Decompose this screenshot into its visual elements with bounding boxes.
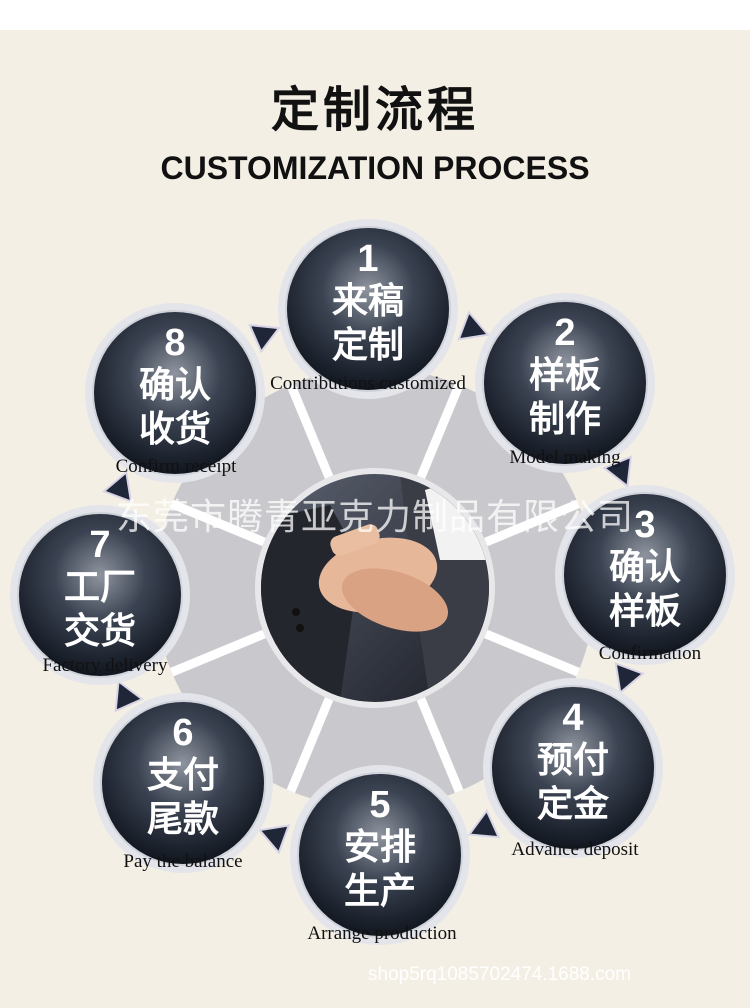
step-title-line2: 生产 <box>344 871 416 912</box>
step-number: 3 <box>634 504 655 546</box>
step-english-label: Advance deposit <box>511 839 639 860</box>
flow-arrow-3 <box>616 664 643 693</box>
step-title-line2: 样板 <box>609 591 681 632</box>
flow-arrow-5 <box>260 825 289 852</box>
step-title-line1: 确认 <box>609 547 681 588</box>
step-number: 8 <box>164 322 185 364</box>
step-english-label: Contributions customized <box>270 373 466 394</box>
step-english-label: Pay the balance <box>123 851 242 872</box>
step-number: 7 <box>89 524 110 566</box>
flow-arrow-8 <box>250 325 279 351</box>
step-title-line1: 确认 <box>139 365 211 406</box>
step-title-line2: 交货 <box>64 610 136 652</box>
step-title-line2: 制作 <box>529 399 601 440</box>
step-english-label: Confirm receipt <box>116 456 238 477</box>
flow-arrow-4 <box>469 811 498 837</box>
step-title-line2: 尾款 <box>147 799 219 840</box>
step-number: 5 <box>369 784 390 826</box>
step-title-line1: 来稿 <box>332 281 404 322</box>
step-title-line1: 支付 <box>147 755 219 796</box>
step-title-line2: 定制 <box>332 325 404 366</box>
step-english-label: Factory delivery <box>42 655 168 676</box>
step-number: 2 <box>554 312 575 354</box>
flow-arrow-1 <box>459 312 488 339</box>
step-number: 4 <box>562 697 583 739</box>
step-title-line1: 样板 <box>529 355 601 396</box>
step-title-line1: 安排 <box>344 827 416 868</box>
step-number: 1 <box>357 238 378 280</box>
step-english-label: Model making <box>509 447 621 468</box>
step-title-line1: 工厂 <box>64 567 136 608</box>
step-title-line2: 定金 <box>537 783 610 825</box>
step-title-line1: 预付 <box>537 740 609 781</box>
step-english-label: Confirmation <box>599 643 702 664</box>
step-english-label: Arrange production <box>307 923 457 944</box>
step-number: 6 <box>172 712 193 754</box>
step-title-line2: 收货 <box>139 409 211 450</box>
